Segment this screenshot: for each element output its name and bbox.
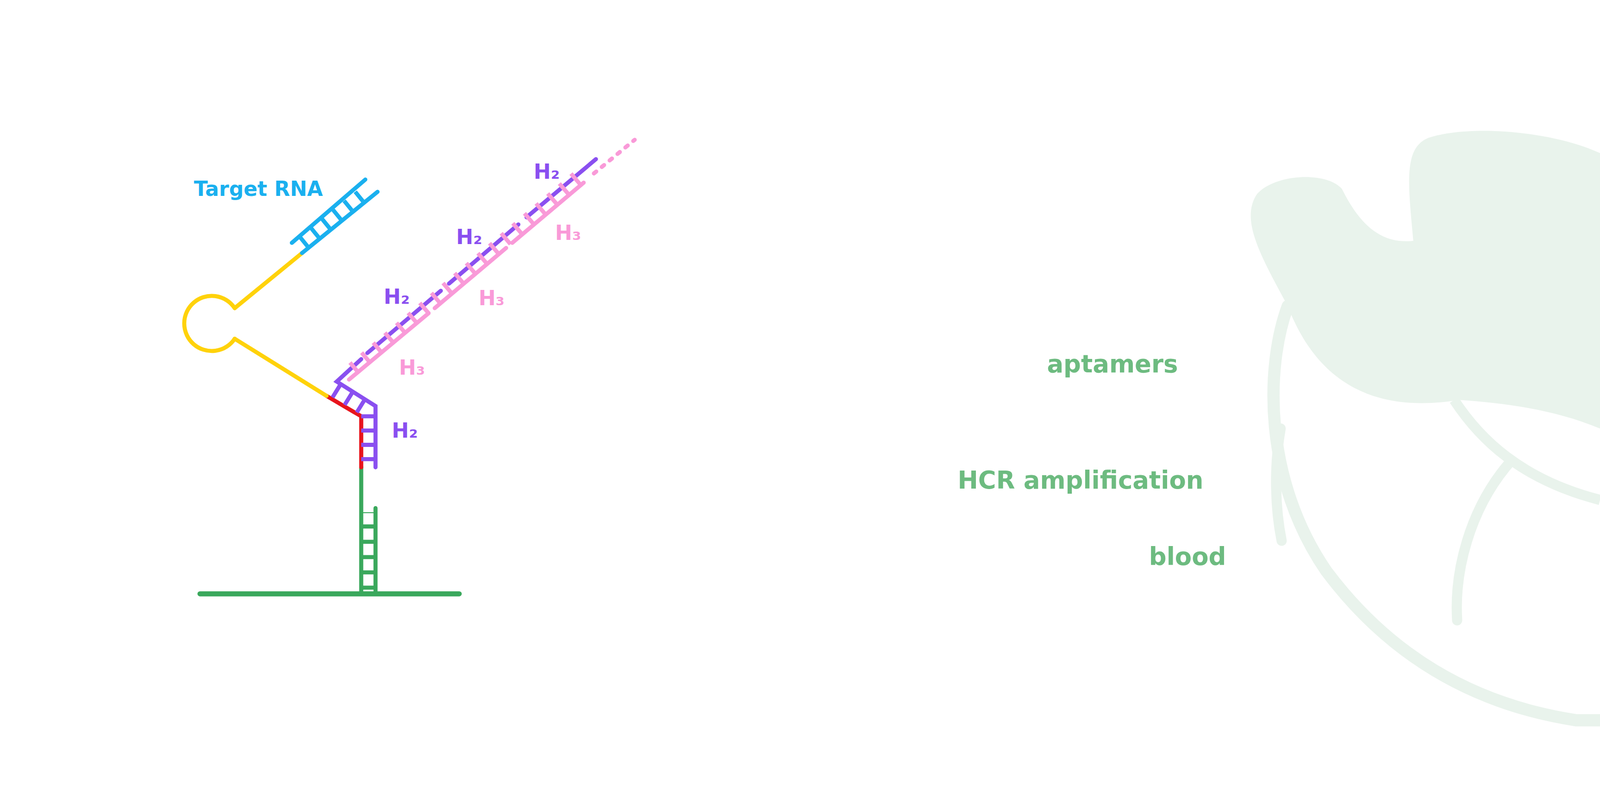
h3-continuation [593, 139, 635, 174]
base-pair-rungs [333, 389, 369, 462]
keyword-label: HCR amplification [957, 467, 1204, 494]
initiator-strand [326, 395, 362, 468]
keyword-label: blood [1149, 543, 1227, 571]
hairpin-label: H₃ [399, 356, 425, 379]
heart-vessel [1456, 463, 1509, 620]
surface-line [200, 591, 460, 597]
hairpin-label: H₂ [391, 418, 418, 442]
keyword-label: aptamers [1046, 350, 1178, 378]
base-pair-rungs [361, 512, 376, 590]
hairpin-label: H₃ [478, 286, 505, 309]
aptamer-strand [234, 252, 302, 308]
base-pair-rungs [353, 170, 587, 370]
capture-strand [373, 507, 378, 594]
heart-watermark [1250, 130, 1600, 720]
heart-outline [1273, 306, 1600, 720]
aptamer-loop [184, 295, 235, 351]
hairpin-label: H₃ [555, 221, 582, 244]
target-rna-strand [301, 191, 378, 253]
h2-strand [449, 224, 519, 284]
heart-upper [1250, 130, 1600, 429]
strand-label: Target RNA [193, 177, 324, 200]
hairpin-label: H₂ [383, 285, 410, 308]
hairpin-label: H₂ [533, 160, 560, 183]
aptamer-strand [234, 338, 327, 396]
heart-vessel [1454, 400, 1600, 500]
capture-strand [359, 467, 364, 594]
heart-vessel [1275, 428, 1282, 541]
hairpin-label: H₂ [456, 225, 482, 248]
